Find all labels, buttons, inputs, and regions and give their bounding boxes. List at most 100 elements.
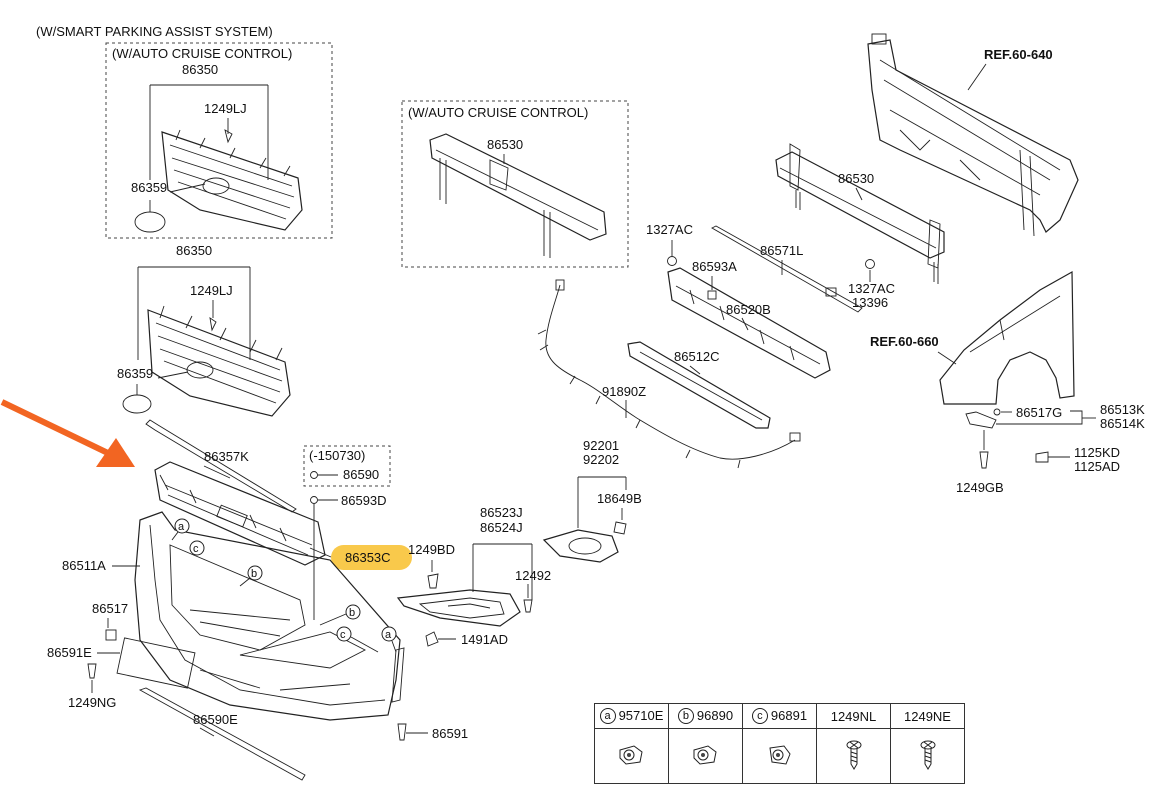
label-1125kd: 1125KD bbox=[1074, 445, 1120, 460]
legend-code-a: 95710E bbox=[618, 707, 664, 723]
bolt-1125kd bbox=[1035, 451, 1049, 463]
label-1327ac-right: 1327AC bbox=[848, 281, 895, 296]
leader-86520b bbox=[741, 317, 749, 331]
legend-img-sensor-a bbox=[594, 728, 669, 784]
label-86591: 86591 bbox=[432, 726, 468, 741]
label-86517g: 86517G bbox=[1016, 405, 1062, 420]
legend-code-c: 96891 bbox=[770, 707, 808, 723]
callout-c-2-text: c bbox=[340, 629, 346, 641]
grille-mid bbox=[147, 305, 291, 417]
label-1491ad: 1491AD bbox=[461, 632, 508, 647]
label-86514k: 86514K bbox=[1100, 416, 1145, 431]
label-1249gb: 1249GB bbox=[956, 480, 1004, 495]
label-86513k: 86513K bbox=[1100, 402, 1145, 417]
upper-grille-bracket bbox=[154, 461, 326, 566]
screw-1249gb bbox=[979, 451, 989, 469]
callout-b-1 bbox=[247, 565, 263, 581]
callout-c-1-text: c bbox=[193, 543, 199, 555]
label-86593a: 86593A bbox=[692, 259, 737, 274]
lower-strip bbox=[138, 687, 306, 781]
label-86593d: 86593D bbox=[341, 493, 387, 508]
acc-box-top bbox=[105, 42, 333, 239]
fog-lamp bbox=[542, 521, 627, 563]
clip-86593a bbox=[707, 290, 717, 300]
label-92202: 92202 bbox=[583, 452, 619, 467]
emblem-top bbox=[134, 211, 166, 233]
leader-86350-top bbox=[149, 84, 269, 180]
legend-key-c: c bbox=[751, 708, 768, 725]
wiring-harness bbox=[537, 279, 801, 469]
legend-code-b: 96890 bbox=[696, 707, 734, 723]
note-date: (-150730) bbox=[309, 448, 365, 463]
callout-a-1 bbox=[174, 518, 190, 534]
leader-86512c bbox=[689, 365, 701, 375]
callout-b-2-text: b bbox=[349, 607, 355, 619]
radiator-support bbox=[867, 33, 1079, 237]
label-1249bd: 1249BD bbox=[408, 542, 455, 557]
leader-86523j bbox=[472, 543, 533, 600]
callout-b-1-text: b bbox=[251, 568, 257, 580]
callout-a-1-lead bbox=[171, 531, 179, 541]
ref-60-640: REF.60-640 bbox=[984, 47, 1053, 62]
emblem-mid bbox=[122, 394, 152, 414]
callout-a-2-lead bbox=[391, 640, 397, 653]
clip-86590 bbox=[310, 471, 318, 479]
clip-86517g bbox=[993, 408, 1001, 416]
label-86524j: 86524J bbox=[480, 520, 523, 535]
side-bracket-86513k bbox=[965, 411, 997, 429]
nut-1327ac-left bbox=[667, 256, 677, 266]
clip-86593d bbox=[310, 496, 318, 504]
label-86511a: 86511A bbox=[62, 558, 106, 573]
callout-c-2-lead bbox=[350, 636, 379, 653]
label-86350-mid: 86350 bbox=[176, 243, 212, 258]
label-86517: 86517 bbox=[92, 601, 128, 616]
label-1249lj-top: 1249LJ bbox=[204, 101, 247, 116]
leader-ref-60-640 bbox=[967, 63, 987, 91]
legend-key-a: a bbox=[599, 708, 616, 725]
leader-92201 bbox=[577, 476, 627, 528]
legend-img-sensor-c bbox=[742, 728, 817, 784]
legend-head-1249ne: 1249NE bbox=[890, 703, 965, 729]
front-fender bbox=[939, 270, 1075, 405]
legend-img-sensor-b bbox=[668, 728, 743, 784]
callout-b-1-lead bbox=[239, 577, 251, 587]
label-86359-mid: 86359 bbox=[117, 366, 153, 381]
screw-86591 bbox=[397, 723, 407, 741]
callout-c-1 bbox=[189, 540, 205, 556]
bolt-13396 bbox=[825, 287, 837, 297]
strip-86571l bbox=[711, 225, 863, 313]
label-13396: 13396 bbox=[852, 295, 888, 310]
label-86359-top: 86359 bbox=[131, 180, 167, 195]
leader-86357k bbox=[203, 465, 231, 479]
bumper-beam-acc bbox=[429, 133, 607, 258]
energy-absorber-86520b bbox=[667, 267, 831, 379]
screw-1249ng bbox=[87, 663, 97, 679]
screw-12492 bbox=[523, 599, 533, 613]
label-18649b: 18649B bbox=[597, 491, 642, 506]
callout-b-2 bbox=[345, 604, 361, 620]
leader-86590e bbox=[199, 727, 215, 737]
label-86530-acc: 86530 bbox=[487, 137, 523, 152]
legend-head-1249nl: 1249NL bbox=[816, 703, 891, 729]
label-12492: 12492 bbox=[515, 568, 551, 583]
label-86571l: 86571L bbox=[760, 243, 803, 258]
label-1249lj-mid: 1249LJ bbox=[190, 283, 233, 298]
trim-strip bbox=[145, 419, 297, 513]
leader-86359-mid bbox=[157, 371, 189, 379]
legend-key-b: b bbox=[677, 708, 694, 725]
leader-86353c bbox=[309, 547, 332, 558]
grille-top bbox=[161, 129, 303, 231]
note-smart-parking: (W/SMART PARKING ASSIST SYSTEM) bbox=[36, 24, 273, 39]
label-86512c: 86512C bbox=[674, 349, 720, 364]
leader-86350-mid bbox=[137, 266, 251, 360]
callout-b-2-lead bbox=[319, 613, 347, 626]
label-86520b: 86520B bbox=[726, 302, 771, 317]
leader-86359-top bbox=[169, 183, 206, 193]
label-91890z: 91890Z bbox=[602, 384, 646, 399]
leader-86513k bbox=[996, 410, 1083, 425]
note-acc-top: (W/AUTO CRUISE CONTROL) bbox=[112, 46, 292, 61]
legend-img-screw-1249nl bbox=[816, 728, 891, 784]
